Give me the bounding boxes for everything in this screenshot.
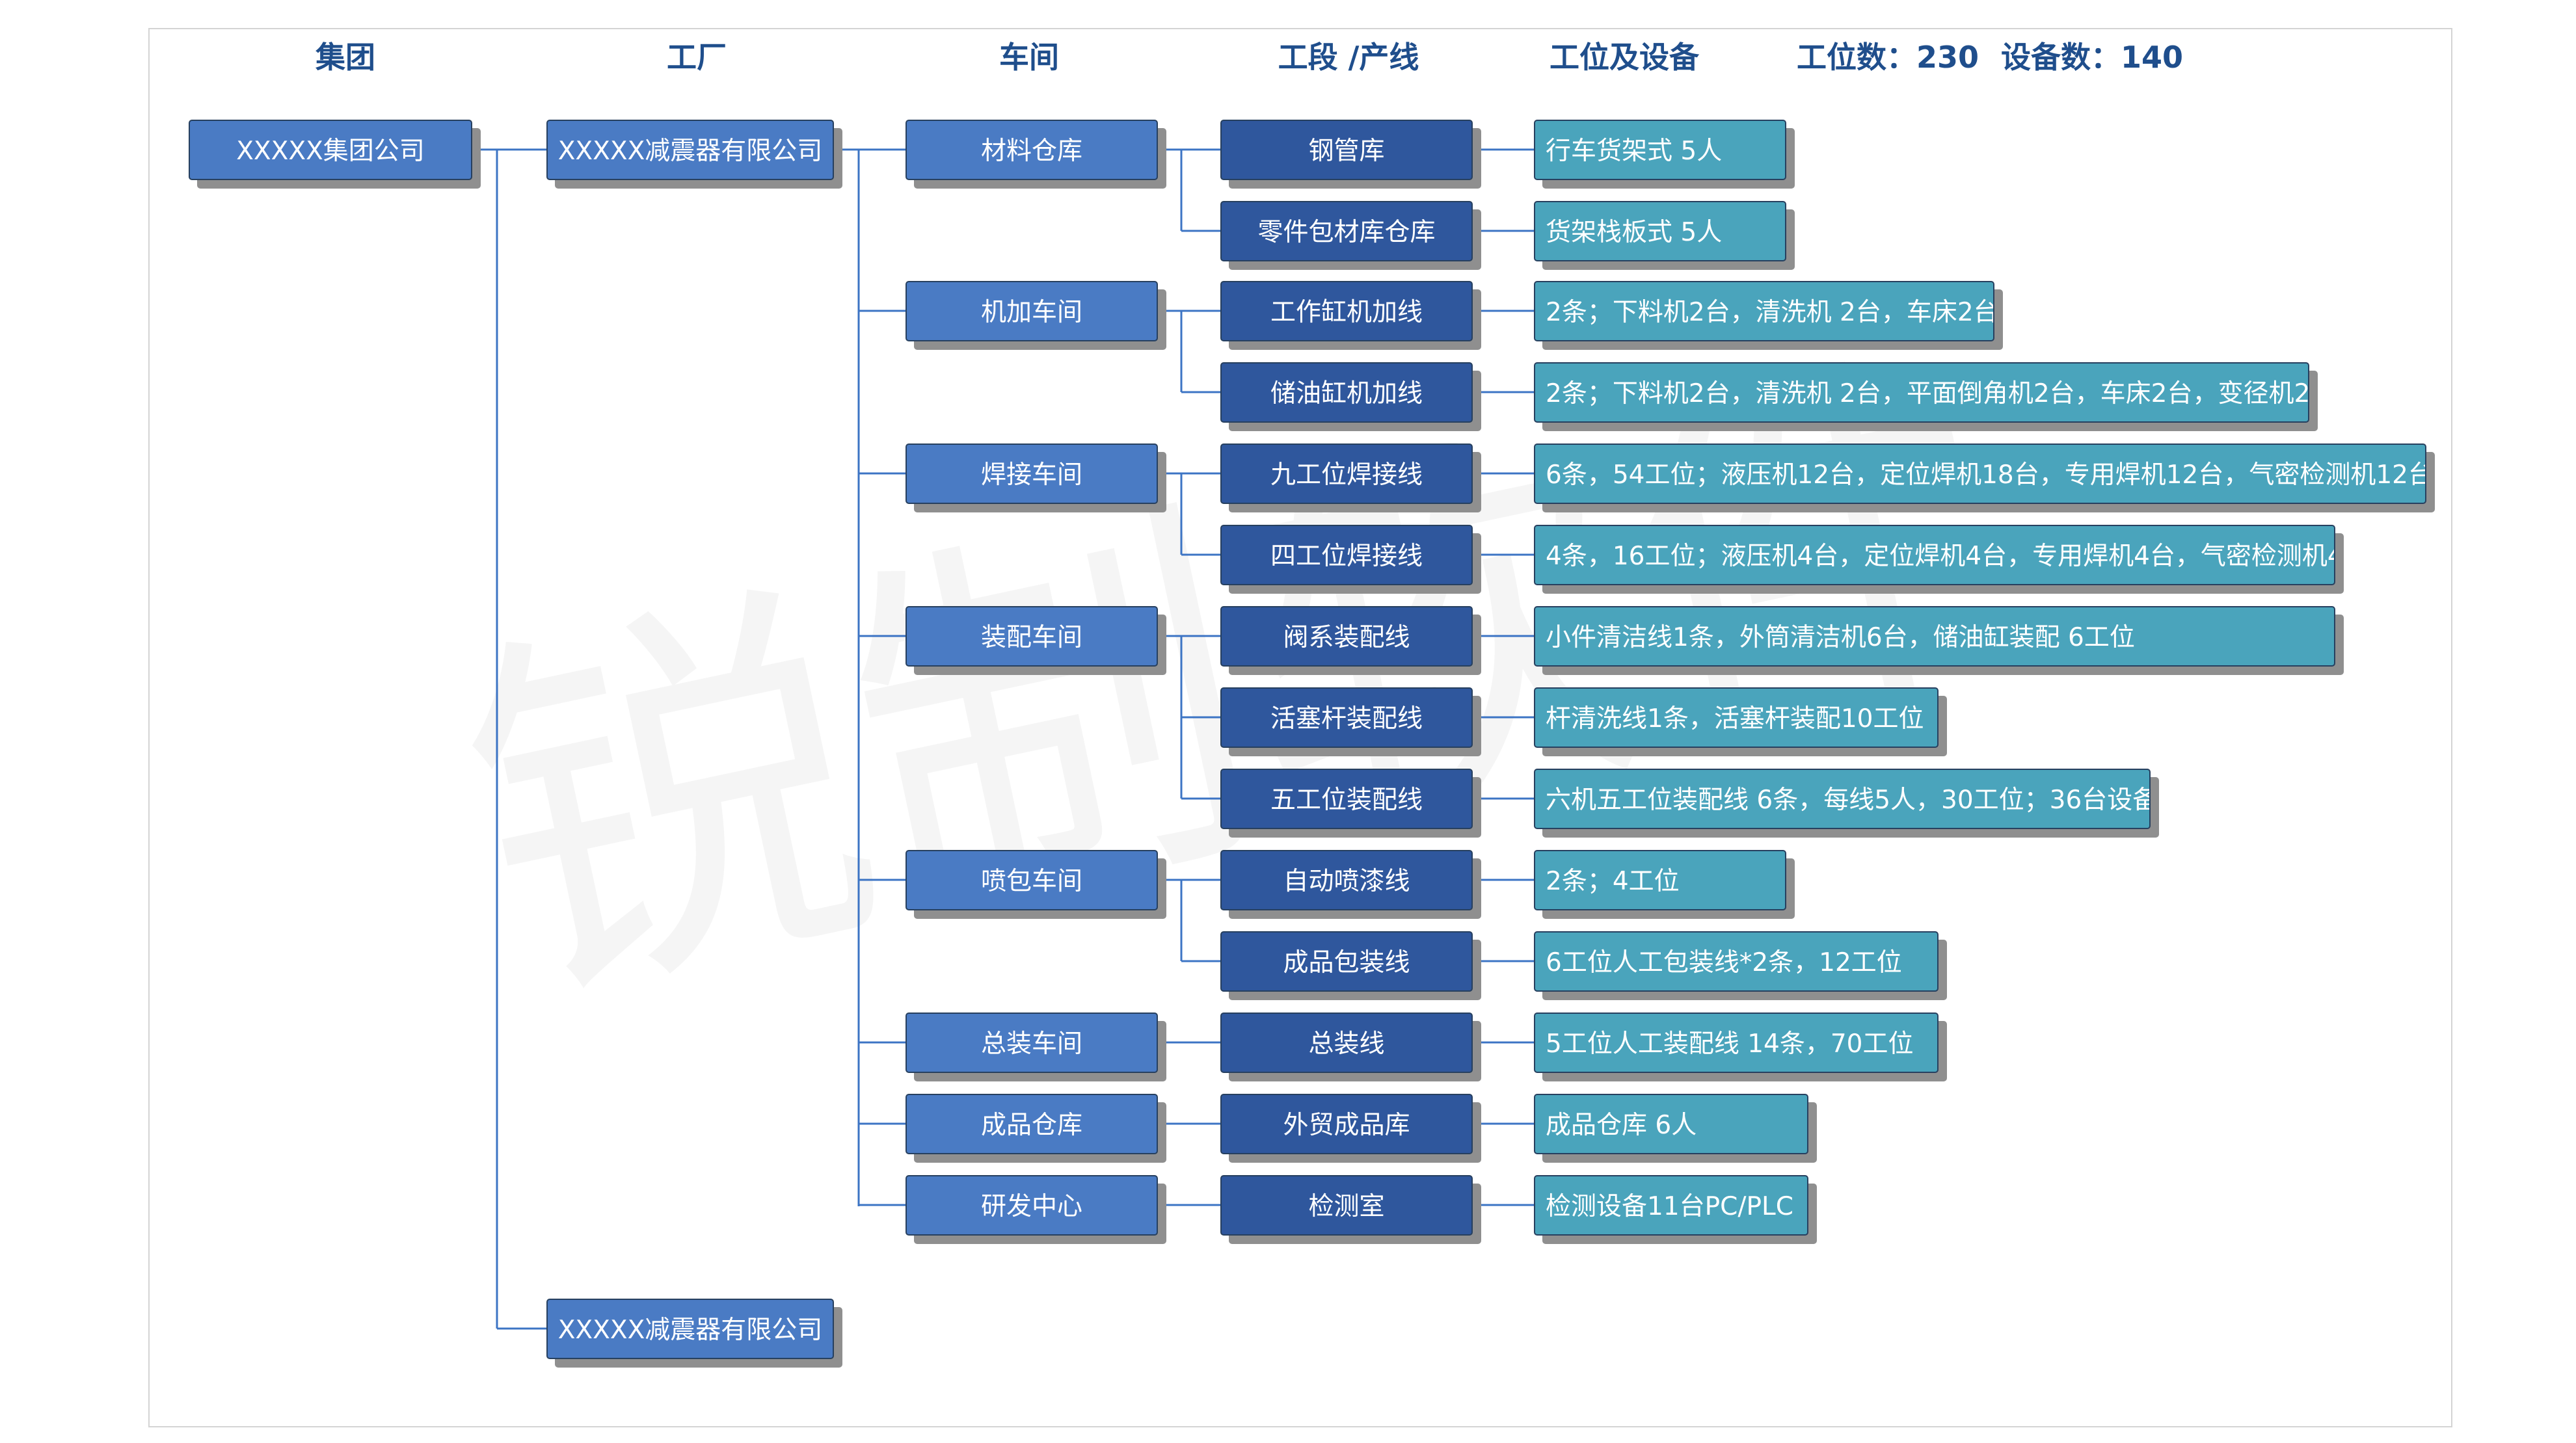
factory-node[interactable]: XXXXX减震器有限公司: [546, 120, 834, 180]
workshop-node[interactable]: 焊接车间: [906, 443, 1158, 504]
header-factory: 工厂: [667, 40, 727, 75]
header-section: 工段 /产线: [1278, 40, 1419, 75]
detail-node[interactable]: 6条，54工位；液压机12台，定位焊机18台，专用焊机12台，气密检测机12台: [1534, 443, 2426, 504]
detail-node[interactable]: 4条，16工位；液压机4台，定位焊机4台，专用焊机4台，气密检测机4台: [1534, 525, 2335, 585]
line-node[interactable]: 工作缸机加线: [1220, 281, 1473, 341]
line-node[interactable]: 总装线: [1220, 1013, 1473, 1073]
detail-node[interactable]: 小件清洁线1条，外筒清洁机6台，储油缸装配 6工位: [1534, 606, 2335, 667]
workshop-node[interactable]: 喷包车间: [906, 850, 1158, 910]
line-node[interactable]: 钢管库: [1220, 120, 1473, 180]
header-workshop: 车间: [999, 40, 1059, 75]
workshop-node[interactable]: 研发中心: [906, 1175, 1158, 1236]
line-node[interactable]: 检测室: [1220, 1175, 1473, 1236]
station-count: 工位数：230: [1797, 40, 1979, 75]
detail-node[interactable]: 检测设备11台PC/PLC: [1534, 1175, 1808, 1236]
detail-node[interactable]: 行车货架式 5人: [1534, 120, 1786, 180]
detail-node[interactable]: 2条；4工位: [1534, 850, 1786, 910]
line-node[interactable]: 自动喷漆线: [1220, 850, 1473, 910]
detail-node[interactable]: 5工位人工装配线 14条，70工位: [1534, 1013, 1939, 1073]
line-node[interactable]: 活塞杆装配线: [1220, 687, 1473, 748]
detail-node[interactable]: 6工位人工包装线*2条，12工位: [1534, 931, 1939, 992]
group-node[interactable]: XXXXX集团公司: [189, 120, 472, 180]
line-node[interactable]: 零件包材库仓库: [1220, 201, 1473, 261]
header-station: 工位及设备: [1550, 40, 1699, 75]
workshop-node[interactable]: 成品仓库: [906, 1094, 1158, 1154]
line-node[interactable]: 四工位焊接线: [1220, 525, 1473, 585]
factory-node[interactable]: XXXXX减震器有限公司: [546, 1299, 834, 1359]
line-node[interactable]: 储油缸机加线: [1220, 362, 1473, 423]
line-node[interactable]: 五工位装配线: [1220, 769, 1473, 829]
detail-node[interactable]: 2条；下料机2台，清洗机 2台，平面倒角机2台，车床2台，变径机2台: [1534, 362, 2309, 423]
diagram-frame: [148, 28, 2452, 1427]
detail-node[interactable]: 成品仓库 6人: [1534, 1094, 1808, 1154]
workshop-node[interactable]: 总装车间: [906, 1013, 1158, 1073]
line-node[interactable]: 成品包装线: [1220, 931, 1473, 992]
detail-node[interactable]: 2条；下料机2台，清洗机 2台，车床2台: [1534, 281, 1994, 341]
device-count: 设备数：140: [2001, 40, 2184, 75]
line-node[interactable]: 九工位焊接线: [1220, 443, 1473, 504]
detail-node[interactable]: 杆清洗线1条，活塞杆装配10工位: [1534, 687, 1939, 748]
header-group: 集团: [315, 40, 375, 75]
workshop-node[interactable]: 机加车间: [906, 281, 1158, 341]
line-node[interactable]: 外贸成品库: [1220, 1094, 1473, 1154]
workshop-node[interactable]: 材料仓库: [906, 120, 1158, 180]
workshop-node[interactable]: 装配车间: [906, 606, 1158, 667]
detail-node[interactable]: 六机五工位装配线 6条，每线5人，30工位；36台设备: [1534, 769, 2151, 829]
line-node[interactable]: 阀系装配线: [1220, 606, 1473, 667]
detail-node[interactable]: 货架栈板式 5人: [1534, 201, 1786, 261]
